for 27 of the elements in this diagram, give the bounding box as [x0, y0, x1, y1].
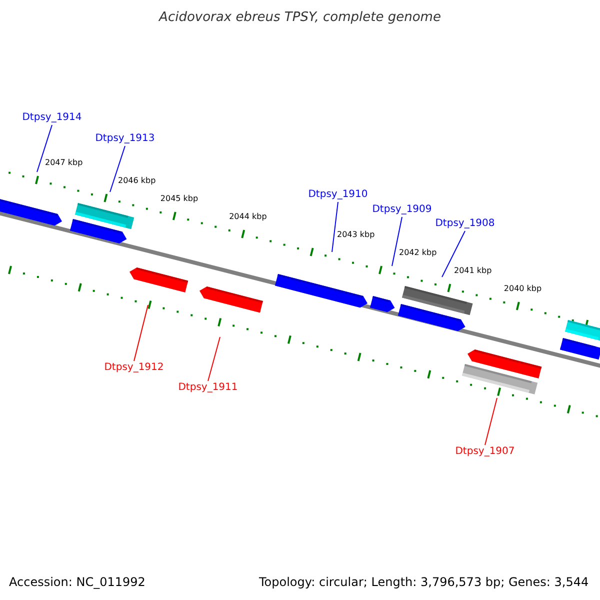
gene-label: Dtpsy_1910: [308, 189, 368, 200]
gene-label: Dtpsy_1909: [372, 204, 432, 215]
leader-line: [110, 146, 126, 192]
leader-line: [36, 124, 52, 172]
leader-line: [442, 230, 466, 278]
scale-label: 2046 kbp: [118, 176, 156, 186]
gene-label: Dtpsy_1913: [95, 133, 155, 144]
scale-label: 2043 kbp: [337, 230, 375, 240]
gene-label: Dtpsy_1911: [178, 382, 238, 393]
leader-line: [134, 304, 148, 362]
leader-line: [392, 216, 402, 266]
title: Acidovorax ebreus TPSY, complete genome: [158, 10, 442, 25]
gene-label: Dtpsy_1908: [435, 218, 495, 229]
scale-label: 2045 kbp: [160, 194, 198, 204]
gene-label: Dtpsy_1912: [104, 362, 164, 373]
scale-label: 2042 kbp: [399, 248, 437, 258]
leader-line: [484, 398, 498, 446]
leader-line: [332, 202, 338, 252]
leader-line: [208, 336, 220, 382]
genome-stats-text: Topology: circular; Length: 3,796,573 bp; Genes: 3,544: [259, 575, 589, 589]
scale-label: 2040 kbp: [504, 284, 542, 294]
gene-label: Dtpsy_1907: [455, 446, 515, 457]
scale-label: 2044 kbp: [229, 212, 267, 222]
scale-label: 2047 kbp: [45, 158, 83, 168]
scale-label: 2041 kbp: [454, 266, 492, 276]
accession-text: Accession: NC_011992: [9, 575, 146, 589]
gene-label: Dtpsy_1914: [22, 112, 82, 123]
